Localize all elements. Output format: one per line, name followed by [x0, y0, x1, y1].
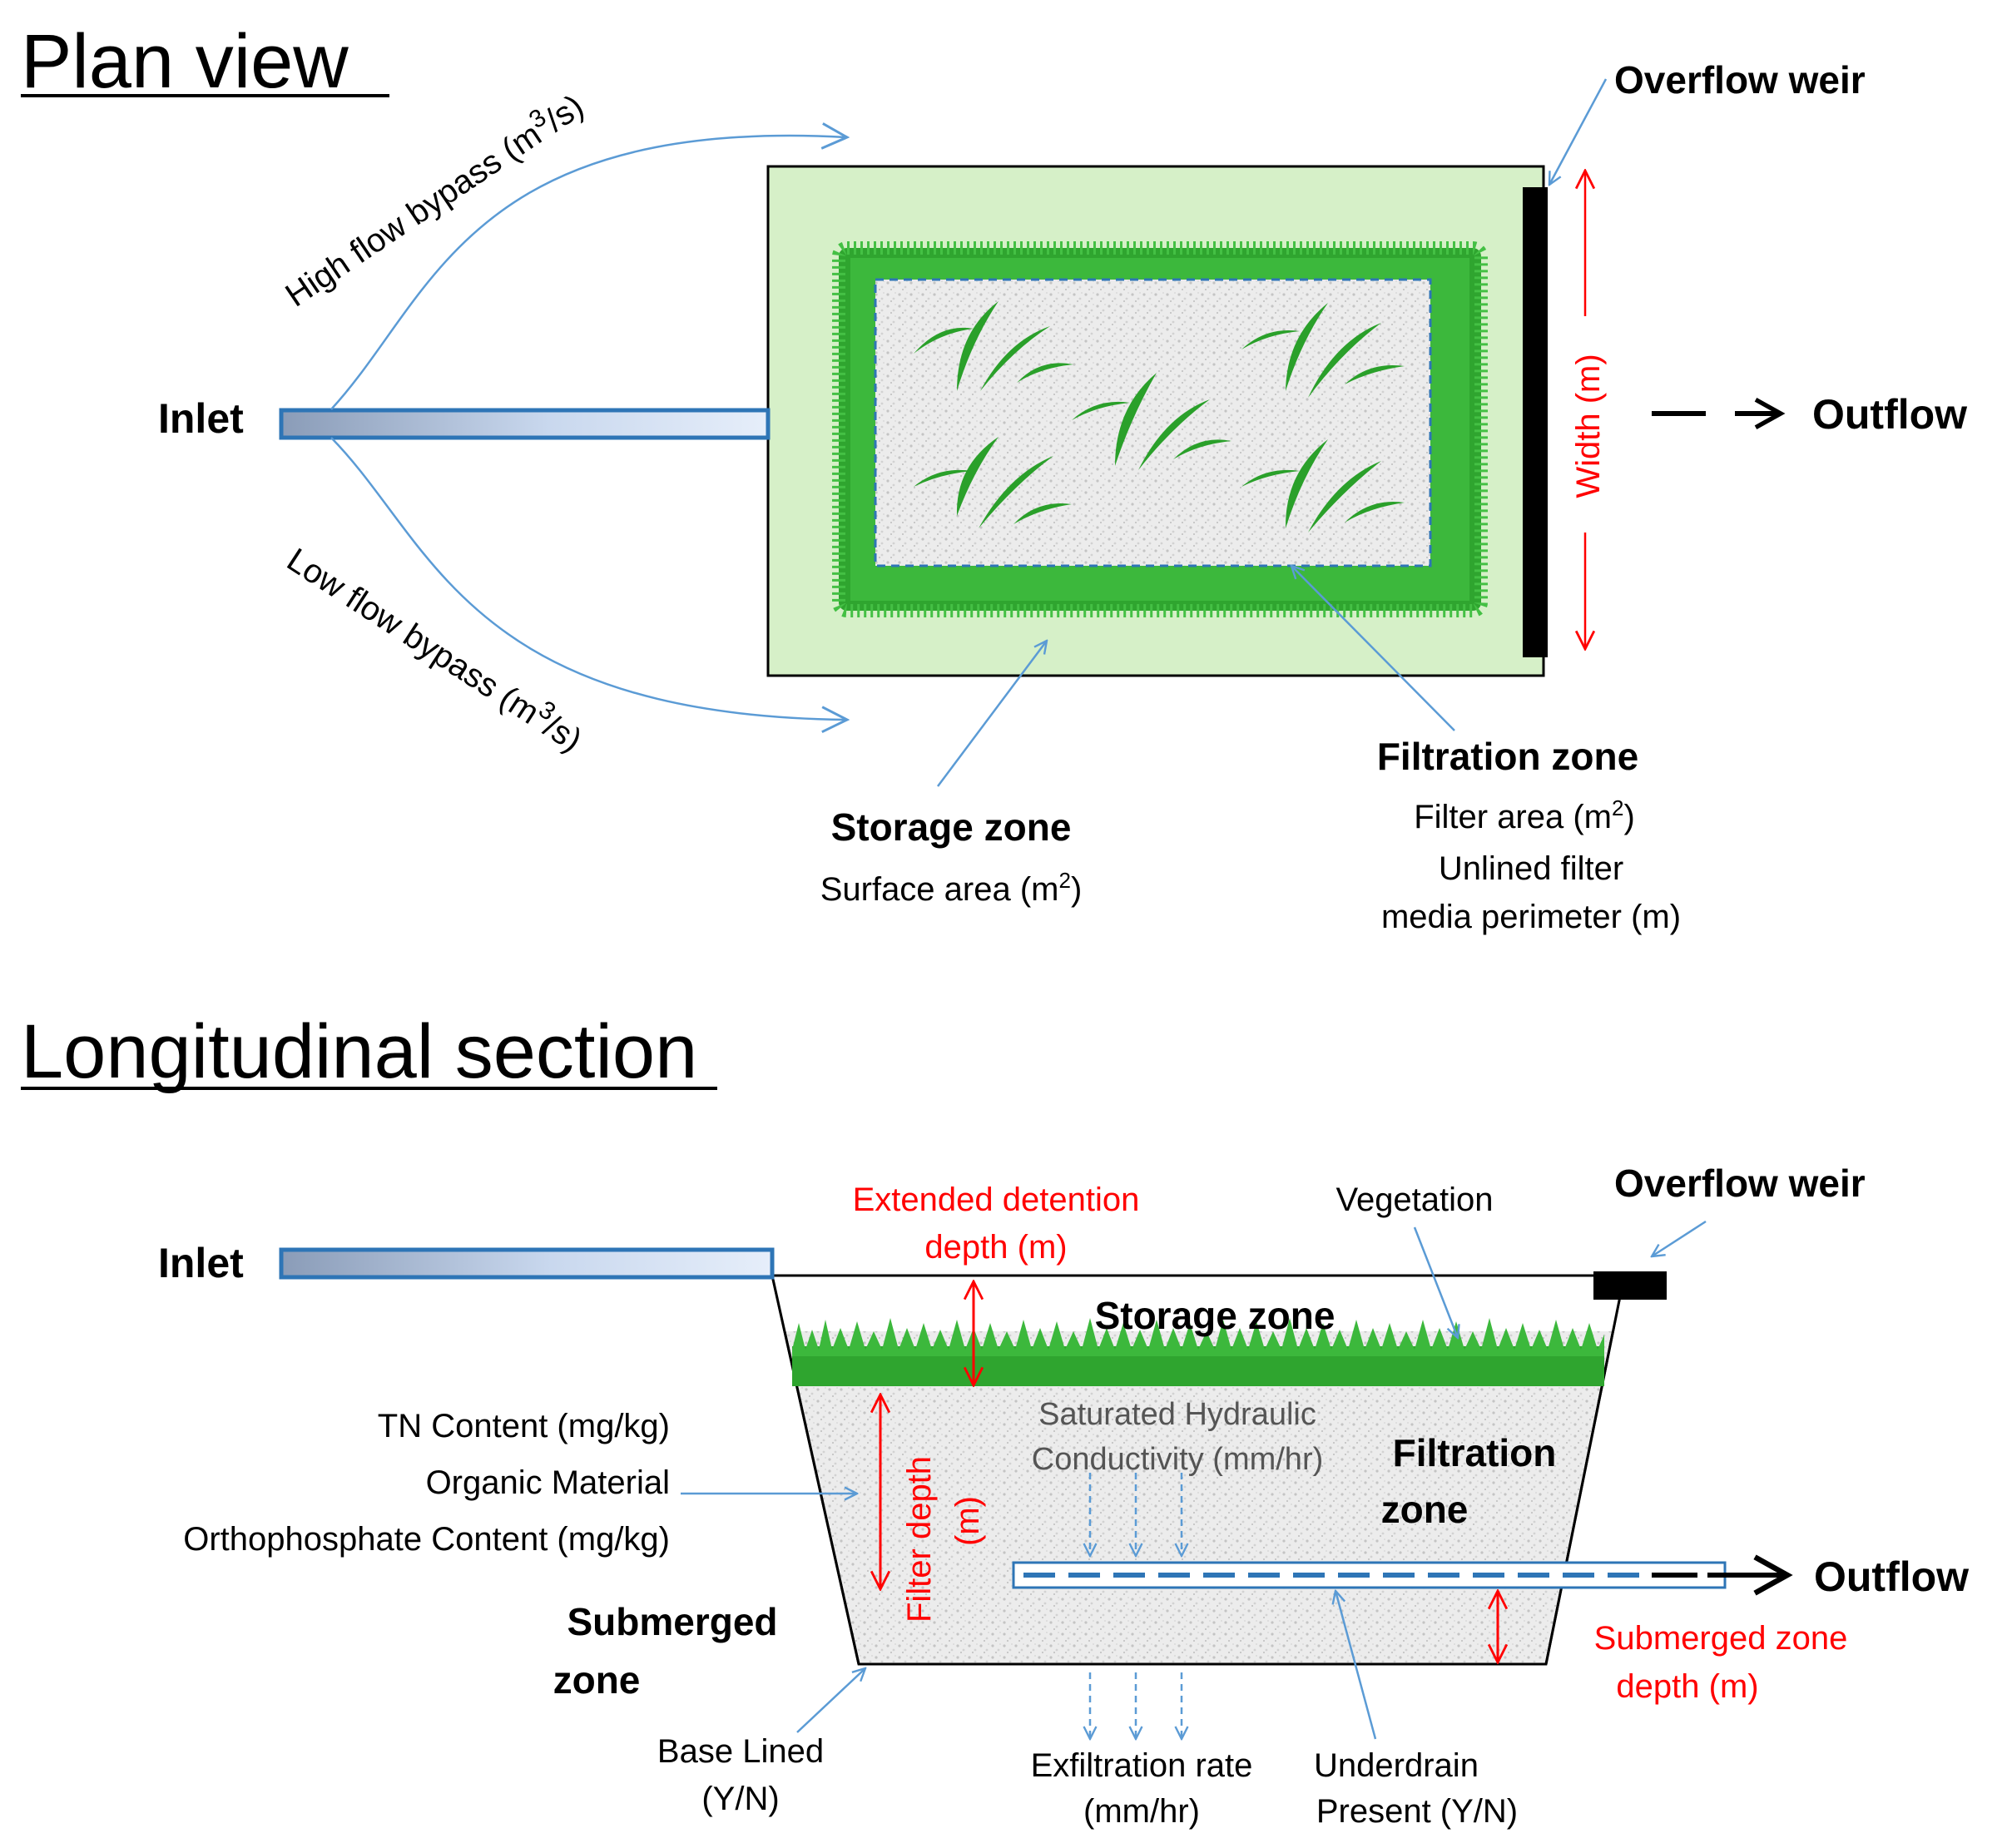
underdrain-line1: Underdrain: [1314, 1747, 1479, 1784]
plant-clump-5: [1241, 439, 1405, 533]
section-title: Longitudinal section: [21, 1009, 697, 1094]
sat-hyd-line1: Saturated Hydraulic: [1038, 1397, 1316, 1432]
plan-unlined-perimeter-line2: media perimeter (m): [1381, 899, 1681, 935]
plan-filtration-zone-label: Filtration zone: [1377, 735, 1638, 778]
section-overflow-weir-leader: [1652, 1220, 1707, 1256]
filter-depth-label: Filter depth: [901, 1456, 938, 1623]
exfiltration-arrows: [1090, 1672, 1182, 1739]
vegetation-label: Vegetation: [1336, 1182, 1493, 1218]
plan-overflow-weir-bar: [1523, 187, 1548, 657]
plan-inlet-pipe: [279, 408, 771, 440]
high-flow-bypass-arrow: [330, 136, 847, 410]
submerged-zone-line1: Submerged: [567, 1600, 777, 1643]
section-filtration-line2: zone: [1381, 1488, 1469, 1531]
plan-surface-area-label: Surface area (m2): [820, 868, 1083, 908]
plan-outflow-label: Outflow: [1812, 391, 1967, 438]
section-overflow-weir-block: [1593, 1271, 1667, 1300]
section-inlet-label: Inlet: [158, 1240, 244, 1286]
tn-content-label: TN Content (mg/kg): [378, 1408, 670, 1444]
submerged-depth-line1: Submerged zone: [1594, 1620, 1848, 1657]
extended-detention-line1: Extended detention: [853, 1182, 1140, 1218]
section-vegetation-band: [792, 1318, 1604, 1386]
extended-detention-line2: depth (m): [924, 1229, 1067, 1266]
plan-filtration-zone-leader: [1291, 566, 1455, 731]
low-flow-bypass-arrow: [330, 437, 847, 720]
underdrain-line2: Present (Y/N): [1316, 1793, 1518, 1830]
section-overflow-weir-label: Overflow weir: [1614, 1162, 1866, 1205]
plan-filtration-zone: [874, 278, 1432, 567]
section-storage-zone-label: Storage zone: [1095, 1294, 1336, 1337]
sat-hyd-arrows: [1090, 1473, 1182, 1556]
organic-material-label: Organic Material: [426, 1464, 670, 1501]
plant-clump-4: [1241, 303, 1405, 398]
base-lined-line2: (Y/N): [701, 1781, 779, 1817]
submerged-depth-line2: depth (m): [1616, 1668, 1758, 1705]
plan-unlined-perimeter-line1: Unlined filter: [1439, 850, 1623, 887]
exfiltration-line2: (mm/hr): [1083, 1793, 1200, 1830]
plan-overflow-weir-label: Overflow weir: [1614, 58, 1866, 102]
base-lined-leader: [796, 1668, 865, 1733]
high-flow-bypass-label: High flow bypass (m3/s): [275, 82, 590, 314]
vegetation-leader: [1413, 1226, 1458, 1338]
plan-storage-zone-leader: [936, 641, 1047, 787]
sat-hyd-line2: Conductivity (mm/hr): [1032, 1442, 1324, 1477]
section-filtration-line1: Filtration: [1393, 1431, 1557, 1474]
plant-clump-3: [1072, 373, 1231, 470]
section-inlet-pipe: [279, 1247, 775, 1280]
filter-depth-unit: (m): [949, 1496, 986, 1546]
plan-overflow-weir-leader: [1549, 78, 1608, 185]
orthophosphate-label: Orthophosphate Content (mg/kg): [183, 1521, 670, 1558]
plan-inlet-label: Inlet: [158, 395, 244, 442]
plan-view-title: Plan view: [21, 19, 349, 104]
plan-filter-area-label: Filter area (m2): [1414, 795, 1635, 835]
underdrain-leader: [1336, 1591, 1377, 1740]
plan-width-label: Width (m): [1570, 354, 1607, 498]
base-lined-line1: Base Lined: [657, 1733, 824, 1770]
section-outflow-label: Outflow: [1814, 1553, 1969, 1600]
exfiltration-line1: Exfiltration rate: [1031, 1747, 1253, 1784]
plan-storage-zone-label: Storage zone: [831, 805, 1072, 849]
submerged-zone-line2: zone: [553, 1658, 641, 1702]
plant-clump-2: [914, 437, 1072, 528]
plant-clump-1: [914, 301, 1073, 391]
